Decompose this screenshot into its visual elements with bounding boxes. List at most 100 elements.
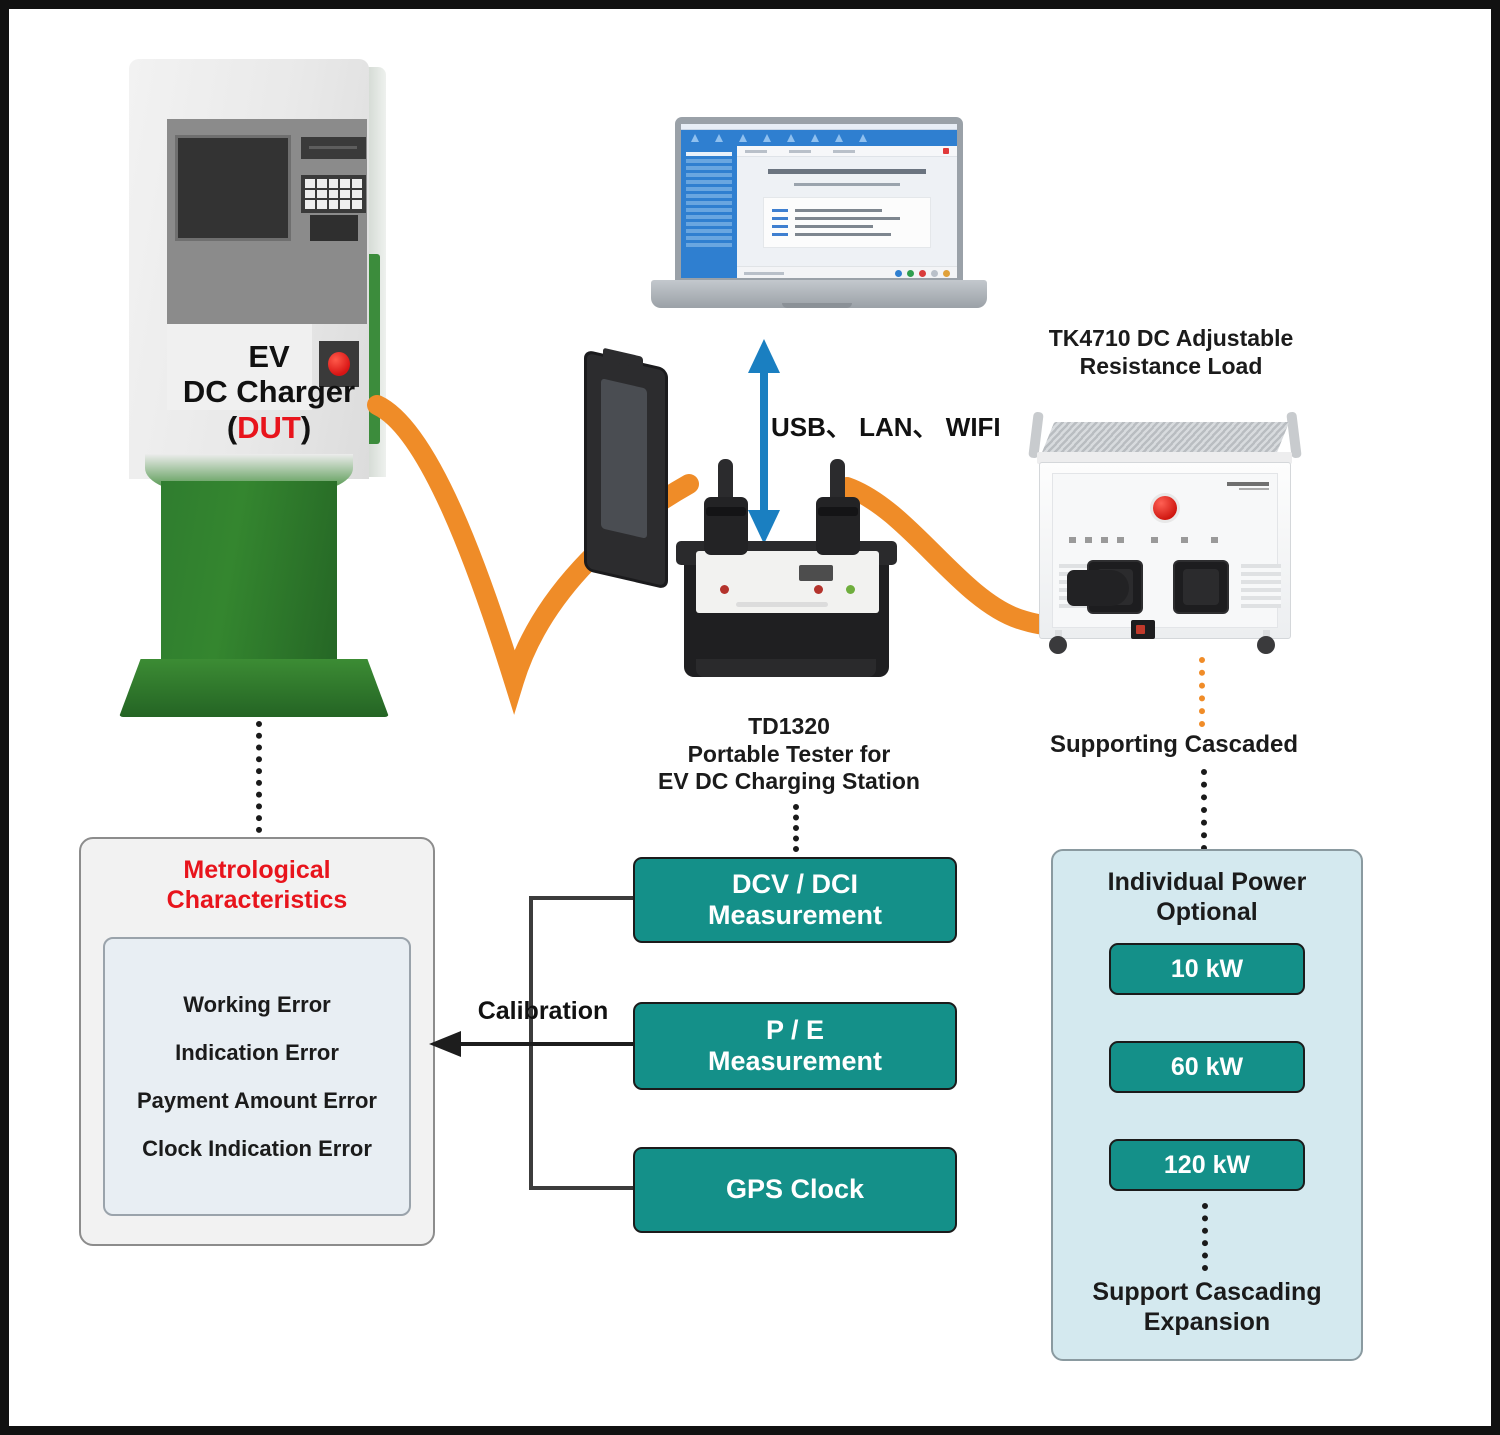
tester-dc-connector — [816, 459, 860, 555]
charger-keypad-icon — [301, 175, 366, 213]
individual-power-optional-panel: Individual Power Optional 10 kW 60 kW 12… — [1051, 849, 1363, 1361]
sidebar-item — [686, 215, 732, 219]
dcv-dci-measurement-box[interactable]: DCV / DCI Measurement — [633, 857, 957, 943]
load-vent — [1241, 564, 1281, 608]
power-footer-line1: Support Cascading — [1092, 1278, 1322, 1306]
dotted-connector-tester-to-dcv-box — [793, 804, 799, 852]
pe-line2: Measurement — [707, 1046, 883, 1076]
load-caster-wheel — [1257, 636, 1275, 654]
load-connected-plug — [1067, 570, 1129, 606]
software-ribbon — [681, 130, 957, 146]
laptop-screen — [681, 124, 957, 278]
metrological-characteristics-panel: Metrological Characteristics Working Err… — [79, 837, 435, 1246]
metrological-items-list: Working Error Indication Error Payment A… — [103, 937, 411, 1216]
usb-lan-wifi-double-arrow — [748, 339, 780, 544]
tk4710-caption-line1: TK4710 DC Adjustable — [1048, 325, 1294, 351]
software-content-area — [737, 146, 957, 278]
sidebar-item — [686, 159, 732, 163]
software-toolbar — [737, 146, 957, 157]
power-title-line2: Optional — [1156, 898, 1258, 926]
load-front-panel — [1052, 473, 1281, 639]
ribbon-icon — [715, 134, 723, 142]
content-row — [772, 217, 922, 220]
power-option-120kw[interactable]: 120 kW — [1109, 1139, 1305, 1191]
ribbon-icon — [835, 134, 843, 142]
charger-control-panel — [167, 119, 367, 410]
metrological-title: Metrological Characteristics — [81, 855, 433, 915]
load-cabinet — [1039, 462, 1291, 639]
load-caster-wheel — [1049, 636, 1067, 654]
paren-close: ) — [300, 409, 312, 445]
td1320-caption-line1: TD1320 — [748, 713, 830, 739]
dcv-dci-line2: Measurement — [707, 900, 883, 930]
sidebar-item — [686, 208, 732, 212]
content-row — [772, 209, 922, 212]
dotted-connector-charger-to-metrological — [256, 721, 262, 833]
toolbar-item — [789, 149, 811, 153]
charger-base-plate — [119, 659, 389, 717]
tk4710-caption: TK4710 DC Adjustable Resistance Load — [1011, 325, 1331, 380]
metrological-title-line1: Metrological — [183, 856, 331, 884]
tester-front-panel — [696, 551, 879, 613]
tk4710-resistance-load-illustration — [1017, 404, 1317, 694]
dut-text: DUT — [237, 409, 301, 445]
ribbon-icon — [691, 134, 699, 142]
power-footer-line2: Expansion — [1143, 1308, 1271, 1336]
tester-panel-label-strip — [736, 602, 828, 607]
usb-lan-wifi-label: USB、 LAN、 WIFI — [771, 412, 1001, 442]
list-item: Indication Error — [175, 1039, 339, 1065]
laptop-illustration — [637, 117, 997, 332]
power-options-continuation-dots — [1202, 1203, 1208, 1271]
power-option-10kw[interactable]: 10 kW — [1109, 943, 1305, 995]
toolbar-item — [833, 149, 855, 153]
sidebar-item — [686, 166, 732, 170]
load-emergency-stop-icon — [1153, 496, 1177, 520]
sidebar-item — [686, 229, 732, 233]
charger-label-line3: (DUT) — [149, 410, 389, 445]
tester-dc-connector — [704, 459, 748, 555]
charger-label: EV DC Charger (DUT) — [149, 339, 389, 445]
gps-clock-label: GPS Clock — [725, 1174, 865, 1205]
charger-panel-cutout — [167, 324, 312, 410]
software-status-bar — [737, 266, 957, 278]
power-option-60kw[interactable]: 60 kW — [1109, 1041, 1305, 1093]
content-card — [763, 197, 931, 248]
ev-dc-charger-illustration: EV DC Charger (DUT) — [109, 49, 409, 729]
sidebar-item — [686, 243, 732, 247]
tester-led-indicator — [720, 585, 729, 594]
tester-lid-tab — [603, 347, 643, 369]
software-title-bar — [681, 124, 957, 130]
power-title-line1: Individual Power — [1107, 868, 1307, 896]
tk4710-caption-line2: Resistance Load — [1079, 352, 1263, 379]
charger-cabinet: EV DC Charger (DUT) — [129, 59, 369, 479]
calibration-label: Calibration — [477, 997, 609, 1025]
close-icon — [943, 148, 949, 154]
content-row — [772, 233, 922, 236]
pe-line1: P / E — [765, 1014, 825, 1045]
charger-label-line1: EV — [248, 339, 290, 374]
sidebar-item — [686, 201, 732, 205]
dcv-dci-line1: DCV / DCI — [731, 868, 858, 899]
charger-display-screen — [175, 135, 291, 241]
content-heading — [767, 169, 927, 174]
charger-label-line2: DC Charger — [182, 374, 356, 410]
ribbon-icon — [787, 134, 795, 142]
list-item: Working Error — [183, 991, 331, 1017]
power-panel-title: Individual Power Optional — [1053, 867, 1361, 927]
ribbon-icon — [859, 134, 867, 142]
tester-lid — [584, 347, 668, 590]
content-subheading — [794, 183, 900, 186]
ribbon-icon — [811, 134, 819, 142]
load-brand-marking — [1227, 482, 1269, 490]
pe-measurement-box[interactable]: P / E Measurement — [633, 1002, 957, 1090]
toolbar-item — [745, 149, 767, 153]
sidebar-item — [686, 173, 732, 177]
td1320-caption-line3: EV DC Charging Station — [658, 768, 920, 795]
tester-led-indicator — [846, 585, 855, 594]
sidebar-item — [686, 222, 732, 226]
card-reader-slot-icon — [301, 137, 366, 159]
tester-led-indicator — [814, 585, 823, 594]
gps-clock-box[interactable]: GPS Clock — [633, 1147, 957, 1233]
load-dc-socket — [1173, 560, 1229, 614]
metrological-title-line2: Characteristics — [166, 886, 348, 914]
